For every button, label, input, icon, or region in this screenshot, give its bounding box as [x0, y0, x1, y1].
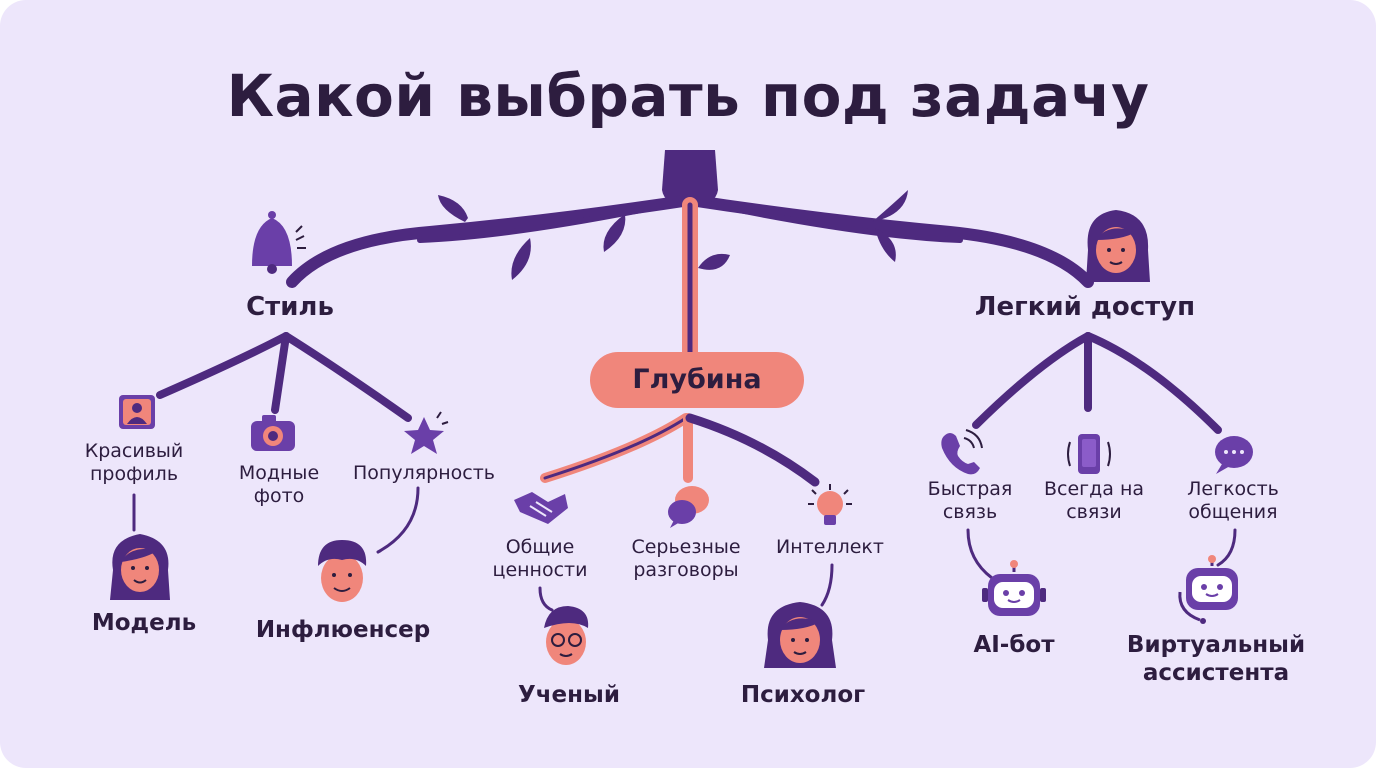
depth-root [540, 197, 820, 487]
persona-model: Модель [91, 610, 197, 636]
depth-connectors [538, 563, 834, 612]
leaves [438, 190, 908, 280]
camera-icon [251, 415, 295, 451]
smartphone-vibrate-icon [1067, 434, 1111, 474]
robot-headset-icon [1178, 555, 1238, 624]
woman-avatar-icon [110, 534, 170, 600]
persona-virtual-assistant: Виртуальный ассистента [1126, 632, 1306, 686]
style-item-beautiful-profile: Красивый профиль [84, 440, 184, 485]
style-branch-label: Стиль [246, 292, 334, 322]
handshake-icon [514, 492, 568, 524]
man-avatar-icon [318, 540, 367, 602]
access-branches [966, 332, 1237, 580]
depth-item-intellect: Интеллект [776, 536, 884, 558]
persona-ai-bot: AI-бот [973, 632, 1055, 658]
profile-icon [119, 395, 155, 429]
robot-icon [982, 560, 1046, 616]
access-branch-label: Легкий доступ [974, 292, 1196, 322]
depth-item-serious-talks: Серьезные разговоры [631, 536, 741, 581]
scientist-avatar-icon [544, 606, 589, 665]
style-item-popularity: Популярность [353, 462, 495, 484]
speech-bubble-icon [1215, 436, 1253, 474]
persona-influencer: Инфлюенсер [255, 617, 431, 643]
access-woman-avatar-icon [1086, 210, 1150, 282]
access-item-easy-communication: Легкость общения [1187, 478, 1279, 523]
phone-icon [941, 429, 983, 475]
style-branches [132, 332, 420, 554]
psychologist-avatar-icon [764, 602, 836, 668]
lightbulb-icon [808, 484, 852, 525]
depth-item-shared-values: Общие ценности [492, 536, 588, 581]
main-branches [286, 150, 1094, 288]
access-item-fast-connection: Быстрая связь [927, 478, 1013, 523]
style-item-fashion-photos: Модные фото [238, 462, 320, 507]
star-icon [404, 411, 449, 454]
access-item-always-online: Всегда на связи [1043, 478, 1145, 523]
page-title: Какой выбрать под задачу [226, 62, 1150, 130]
depth-branch-label: Глубина [590, 352, 804, 408]
persona-psychologist: Психолог [740, 682, 866, 708]
chat-bubbles-icon [668, 486, 709, 528]
bell-icon [252, 211, 306, 274]
persona-scientist: Ученый [518, 682, 620, 708]
